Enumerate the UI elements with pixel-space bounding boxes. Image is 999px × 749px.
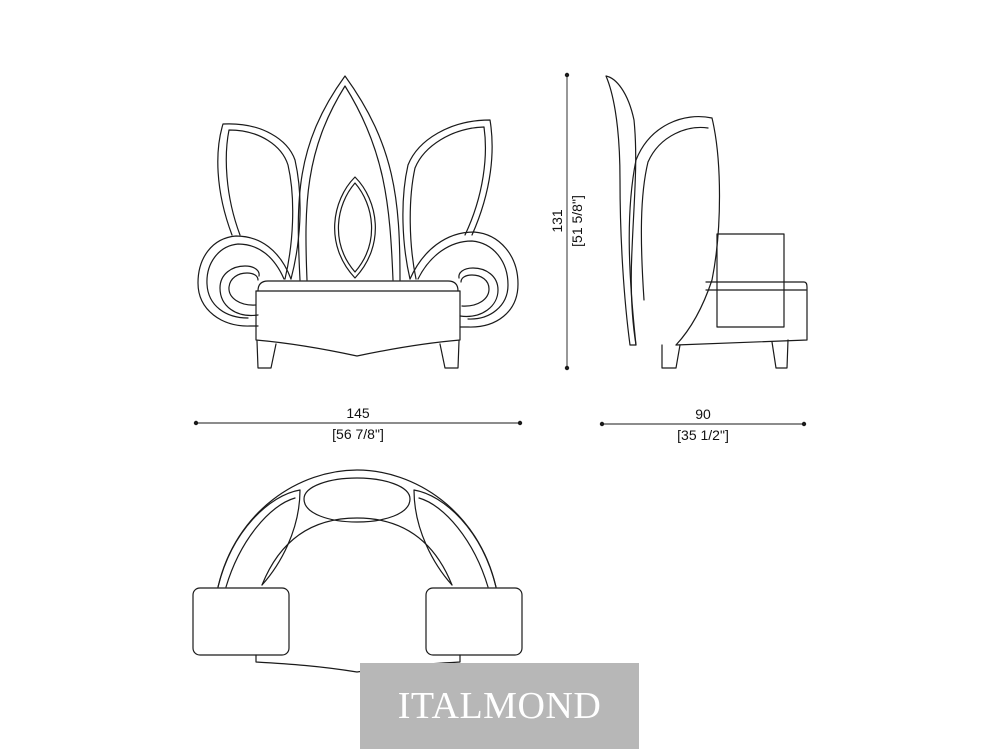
dimension-width: 145 [56 7/8"]: [193, 405, 523, 442]
front-center-petal: [297, 75, 401, 281]
top-left-petal-inner: [225, 497, 296, 588]
dim-height-cm: 131: [549, 209, 565, 233]
front-left-petal-inner: [225, 129, 294, 280]
side-back-panel: [605, 75, 637, 346]
top-right-petal-inner: [418, 497, 489, 588]
front-left-petal: [217, 123, 301, 280]
brand-name: ITALMOND: [397, 685, 602, 727]
side-arm-block: [716, 233, 785, 328]
front-left-leg: [256, 340, 277, 369]
front-left-scroll: [197, 235, 292, 327]
front-right-petal-inner: [409, 126, 486, 280]
top-view: [192, 469, 523, 673]
top-left-arm: [192, 587, 290, 656]
dimension-height: 131 [51 5/8"]: [549, 72, 585, 371]
front-lens: [334, 176, 376, 279]
front-right-scroll-curl: [458, 267, 499, 317]
dim-height-inch: [51 5/8"]: [569, 195, 585, 247]
dim-width-cm: 145: [346, 405, 370, 421]
front-seat-base: [255, 290, 461, 357]
front-seat-cushion: [257, 280, 459, 292]
top-right-arm: [425, 587, 523, 656]
front-right-petal: [402, 119, 493, 280]
front-center-petal-inner: [305, 85, 394, 281]
dimension-depth: 90 [35 1/2"]: [599, 406, 807, 443]
dim-depth-cm: 90: [695, 406, 711, 422]
side-wing-inner: [640, 126, 709, 301]
front-lens-inner: [337, 182, 373, 273]
dim-depth-inch: [35 1/2"]: [677, 427, 729, 443]
brand-watermark: ITALMOND: [360, 663, 639, 749]
front-left-scroll-curl-inner: [228, 272, 259, 306]
dim-width-inch: [56 7/8"]: [332, 426, 384, 442]
side-front-leg: [771, 339, 789, 369]
side-seat-top: [675, 281, 808, 346]
side-back-leg: [661, 344, 681, 369]
front-right-leg: [439, 340, 460, 369]
top-right-petal: [413, 489, 497, 588]
front-right-scroll-inner: [417, 240, 509, 320]
top-left-petal: [217, 489, 301, 588]
top-outer-arc: [217, 469, 497, 588]
front-right-scroll: [409, 231, 519, 328]
front-left-scroll-curl: [219, 265, 260, 317]
front-right-scroll-curl-inner: [460, 274, 490, 307]
front-view: [197, 75, 519, 369]
front-left-scroll-inner: [206, 243, 285, 319]
side-view: [605, 75, 808, 369]
top-back-cushion: [303, 477, 411, 523]
side-wing: [628, 116, 721, 346]
top-seat-curve: [261, 517, 453, 586]
